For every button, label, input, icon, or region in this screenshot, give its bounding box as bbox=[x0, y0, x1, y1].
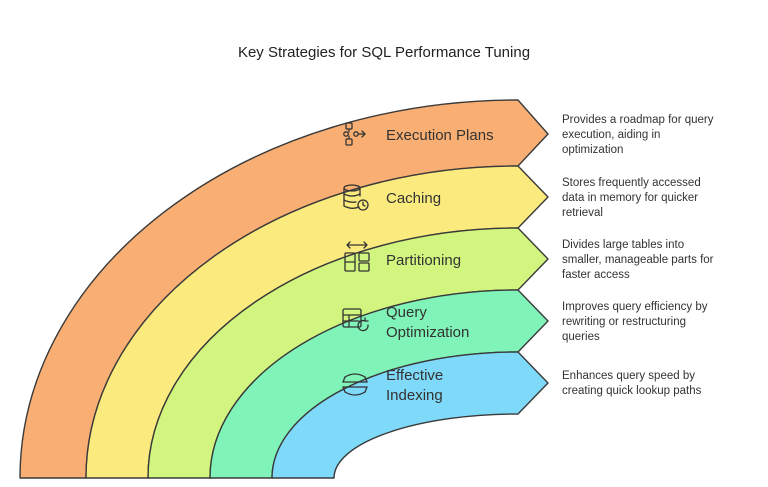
band-effective-indexing: Effective Indexing bbox=[271, 351, 549, 479]
diagram-title: Key Strategies for SQL Performance Tunin… bbox=[238, 44, 530, 61]
table-refresh-icon bbox=[342, 308, 369, 332]
label-indexing: Indexing bbox=[386, 387, 443, 404]
stack-index-icon bbox=[342, 373, 368, 396]
label-optimization: Optimization bbox=[386, 324, 469, 341]
band-shape-effective-indexing bbox=[271, 351, 549, 479]
label-effective: Effective bbox=[386, 367, 443, 384]
description-effective-indexing: Enhances query speed by creating quick l… bbox=[562, 370, 702, 397]
svg-text:Caching: Caching bbox=[386, 190, 441, 207]
svg-text:Execution Plans: Execution Plans bbox=[386, 127, 494, 144]
layout-split-icon bbox=[344, 241, 370, 272]
flowchart-icon bbox=[343, 122, 366, 146]
label-query: Query bbox=[386, 304, 427, 321]
description-execution-plans: Provides a roadmap for query execution, … bbox=[562, 114, 717, 156]
svg-text:Query Optimization: Query Optimization bbox=[386, 304, 469, 341]
svg-text:Effective Indexing: Effective Indexing bbox=[386, 367, 447, 404]
description-partitioning: Divides large tables into smaller, manag… bbox=[562, 239, 717, 281]
svg-text:Partitioning: Partitioning bbox=[386, 252, 461, 269]
database-clock-icon bbox=[343, 184, 369, 211]
label-partitioning: Partitioning bbox=[386, 252, 461, 269]
band-query-optimization: Query Optimization bbox=[209, 289, 549, 479]
description-caching: Stores frequently accessed data in memor… bbox=[562, 177, 704, 219]
description-query-optimization: Improves query efficiency by rewriting o… bbox=[562, 301, 711, 343]
label-caching: Caching bbox=[386, 190, 441, 207]
label-execution-plans: Execution Plans bbox=[386, 127, 494, 144]
